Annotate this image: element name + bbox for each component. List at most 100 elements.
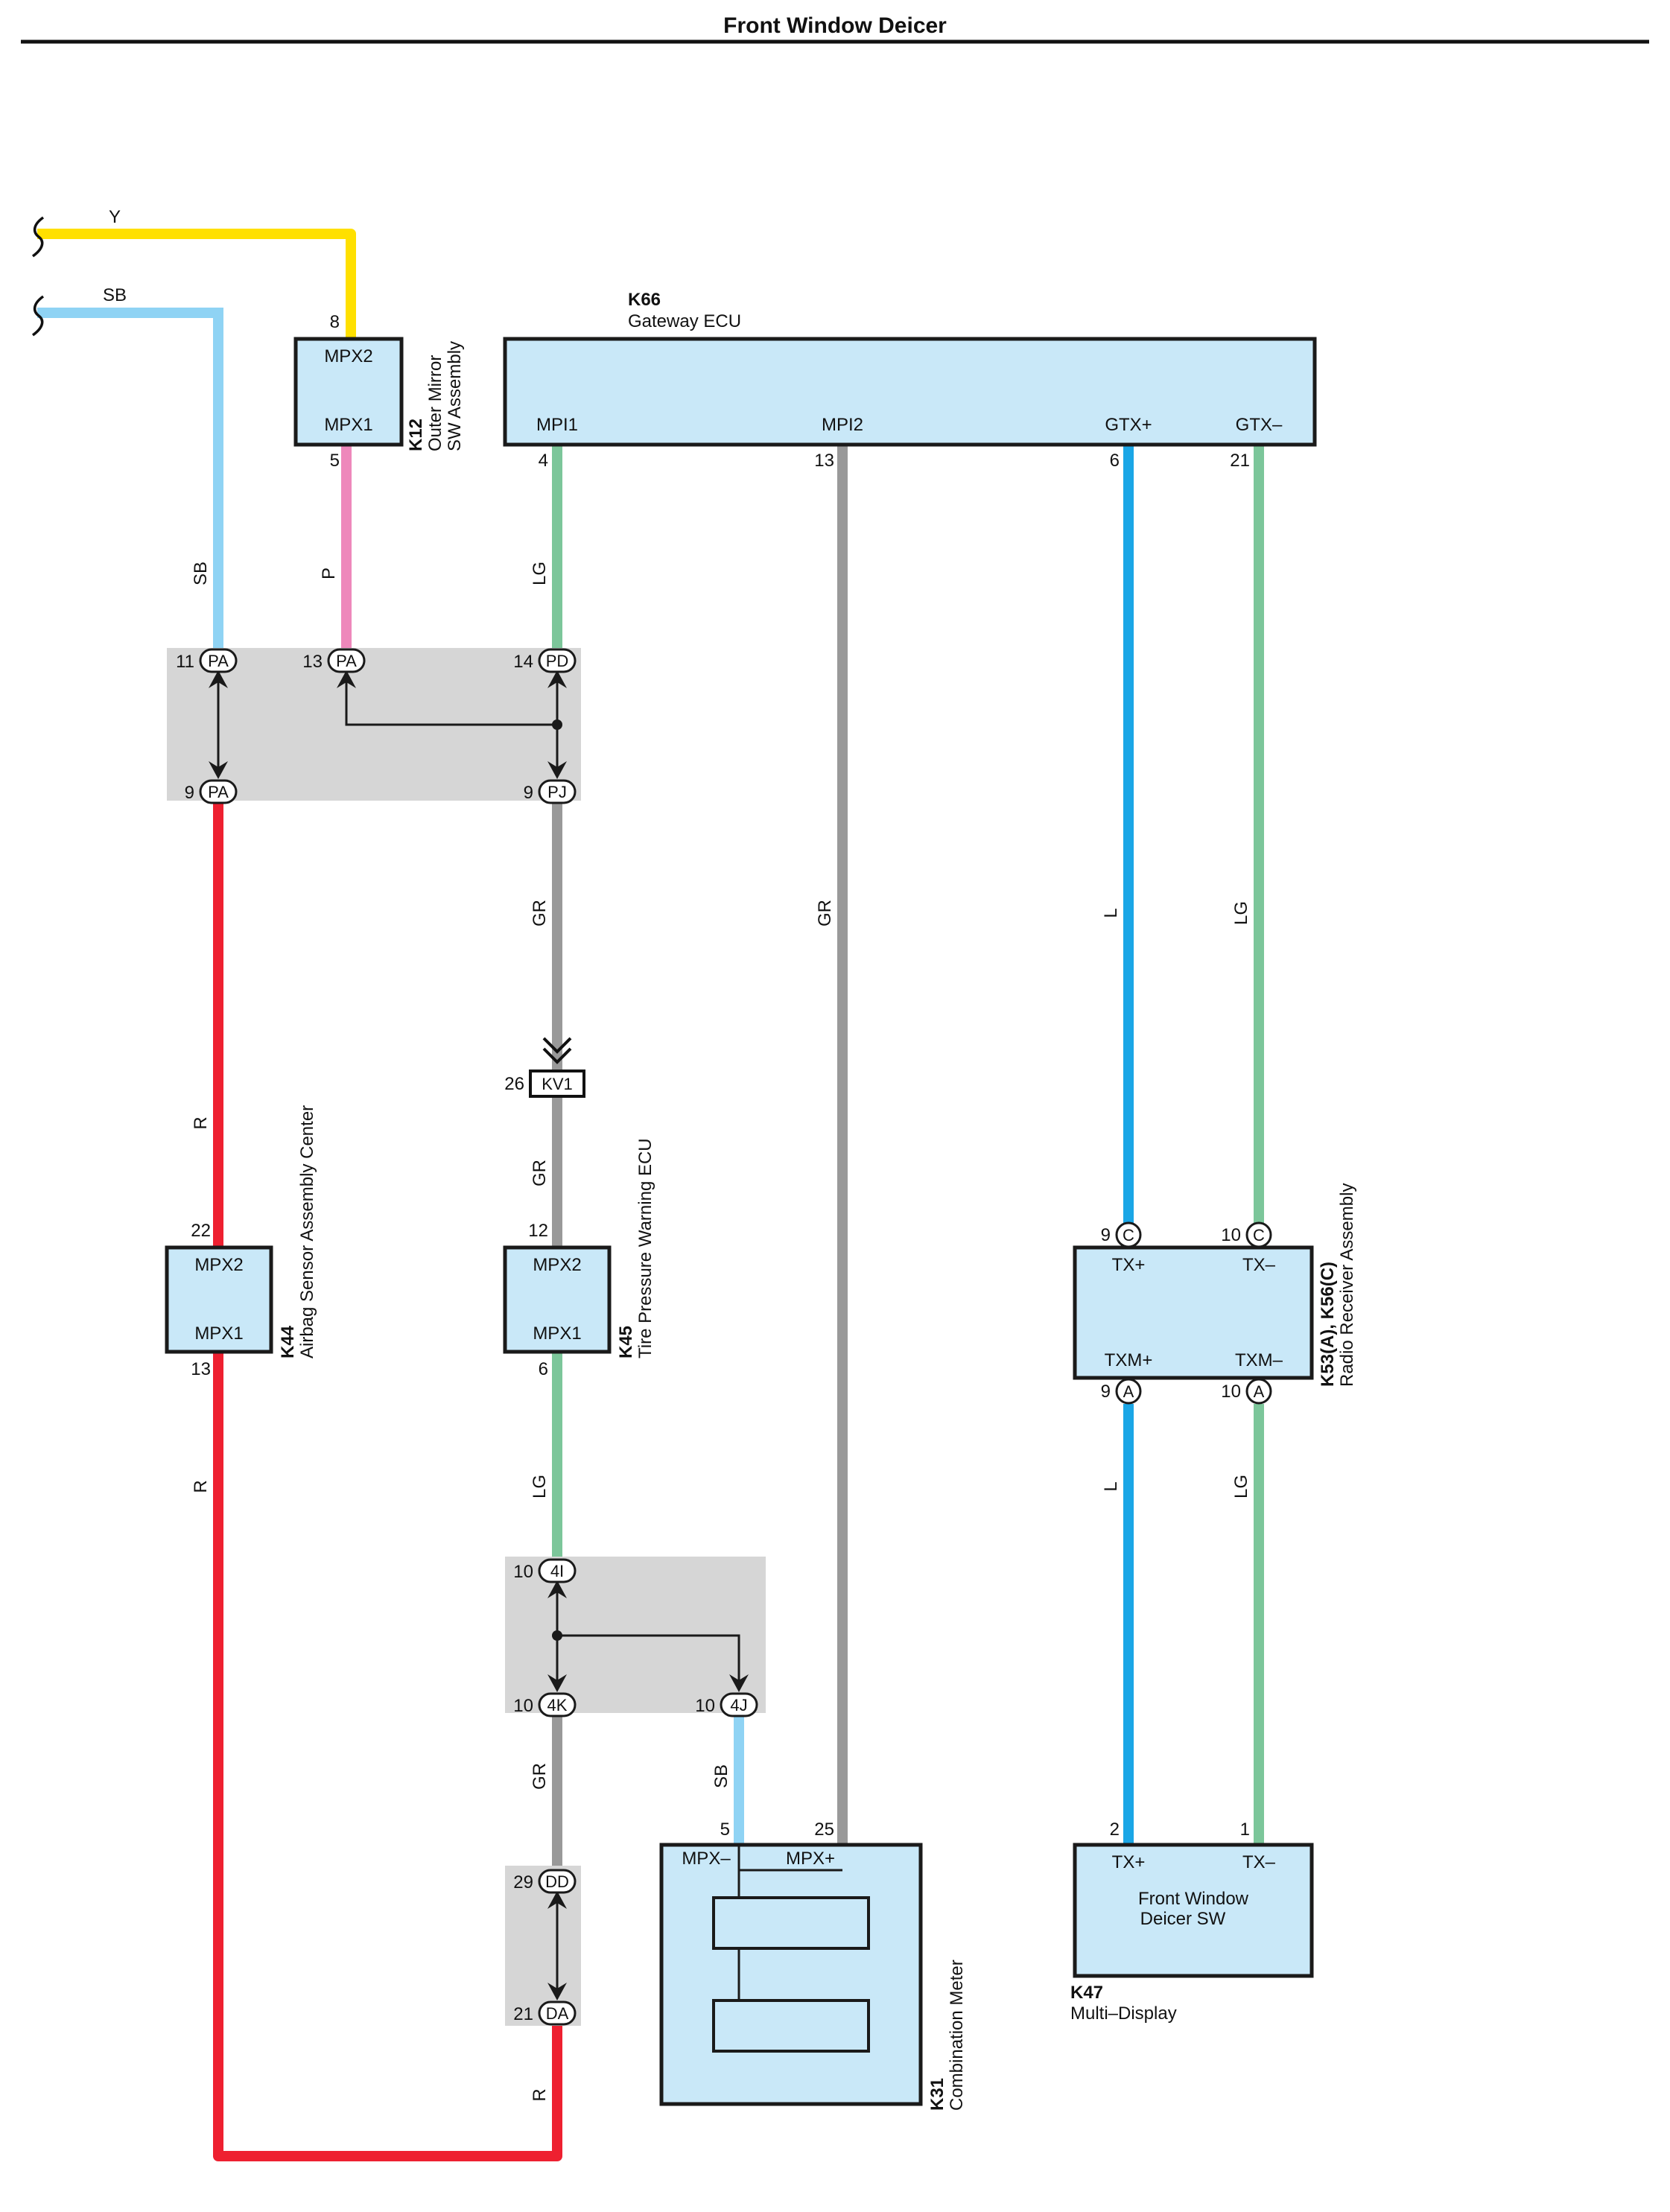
- wire-label: L: [1101, 908, 1121, 918]
- connector-4j-10: [720, 1692, 758, 1717]
- pin-number: 13: [302, 652, 323, 672]
- arrow-up-icon: [337, 670, 356, 688]
- junction-3: DD 29 DA 21: [505, 1866, 581, 2026]
- terminal-label: MPX2: [533, 1255, 581, 1275]
- wires: [37, 229, 1264, 2161]
- connector-label: PA: [208, 783, 229, 801]
- wire-label: GR: [530, 1763, 550, 1790]
- connector-c-tx-plus: [1115, 1221, 1142, 1248]
- terminal-label: MPX1: [533, 1323, 581, 1344]
- wire-end-sb-icon: [31, 295, 45, 337]
- pin-number: 5: [720, 1820, 730, 1840]
- arrow-up-icon: [547, 1891, 567, 1909]
- connector-label: PD: [546, 652, 569, 670]
- connector-label: DA: [546, 2004, 569, 2023]
- junction-1-splice-dot: [552, 719, 562, 730]
- wire-label: R: [191, 1480, 211, 1493]
- connector-label: DD: [545, 1872, 569, 1891]
- connector-pa-13: [327, 648, 366, 673]
- kv1-label: KV1: [542, 1075, 573, 1093]
- pin-number: 22: [191, 1221, 211, 1241]
- k53-box: [1073, 1245, 1314, 1380]
- connector-a-txm-minus: [1245, 1378, 1272, 1405]
- connector-label: PJ: [547, 783, 567, 801]
- wire-label: L: [1101, 1481, 1121, 1491]
- k66-box: [503, 337, 1317, 447]
- pin-number: 29: [513, 1872, 533, 1892]
- pin-number: 10: [513, 1562, 533, 1582]
- wire-sb-top: [37, 308, 223, 652]
- component-name: Radio Receiver Assembly: [1337, 1183, 1357, 1387]
- connector-label: C: [1123, 1226, 1134, 1245]
- pin-number: 8: [330, 312, 340, 332]
- pin-number: 9: [524, 783, 533, 803]
- wire-label: GR: [530, 900, 550, 927]
- pin-number: 10: [513, 1696, 533, 1716]
- k12-box: [293, 337, 404, 447]
- wire-r-bottom: [213, 1352, 562, 2161]
- pin-number: 12: [528, 1221, 548, 1241]
- k31-inner-block: [712, 1999, 870, 2053]
- wire-label: SB: [103, 285, 127, 305]
- terminal-label: MPI1: [536, 415, 578, 435]
- connector-4i-10: [538, 1558, 577, 1583]
- arrow-down-icon: [547, 1983, 567, 2000]
- component-code: K45: [616, 1326, 636, 1358]
- pin-number: 21: [513, 2004, 533, 2024]
- terminal-label: TX+: [1112, 1852, 1146, 1872]
- k31-inner-block: [712, 1896, 870, 1950]
- wire-label: LG: [1231, 901, 1251, 925]
- wire-label: P: [319, 568, 339, 579]
- k31-box: [659, 1843, 923, 2106]
- pin-number: 9: [1101, 1382, 1111, 1402]
- component-name: SW Assembly: [445, 341, 465, 451]
- pin-number: 2: [1110, 1820, 1120, 1840]
- junction-2: 4I 10 4K 10 4J 10: [505, 1557, 766, 1717]
- connector-pa-9: [199, 779, 238, 804]
- component-code: K66: [628, 290, 661, 310]
- k47-box: [1073, 1843, 1314, 1978]
- connector-kv1: KV1 26: [504, 1037, 585, 1098]
- pin-number: 13: [814, 451, 834, 471]
- wire-label: GR: [815, 900, 835, 927]
- terminal-label: MPX–: [682, 1849, 731, 1869]
- terminal-label: MPX1: [194, 1323, 243, 1344]
- k47-inner-label: Deicer SW: [1140, 1909, 1226, 1929]
- component-k47: TX+ TX– Front Window Deicer SW 2 1 K47 M…: [1070, 1820, 1314, 2024]
- component-code: K47: [1070, 1983, 1103, 2003]
- pin-number: 6: [539, 1359, 548, 1379]
- pin-number: 6: [1110, 451, 1120, 471]
- junction-1-link-pd: [345, 674, 557, 726]
- k47-inner-label: Front Window: [1138, 1889, 1249, 1909]
- connector-c-tx-minus: [1245, 1221, 1272, 1248]
- chevron-down-icon: [542, 1047, 572, 1064]
- arrow-down-icon: [547, 761, 567, 779]
- junction-2-splice-dot: [552, 1630, 562, 1641]
- component-name: Airbag Sensor Assembly Center: [297, 1105, 317, 1358]
- wire-label: GR: [530, 1160, 550, 1186]
- connector-dd-29: [538, 1869, 577, 1894]
- wire-ends: [31, 216, 45, 337]
- connector-pj-9: [538, 779, 577, 804]
- connector-label: PA: [336, 652, 357, 670]
- wire-label: SB: [191, 562, 211, 585]
- connector-label: PA: [208, 652, 229, 670]
- pin-number: 21: [1230, 451, 1250, 471]
- pin-number: 13: [191, 1359, 211, 1379]
- connector-da-21: [538, 2000, 577, 2026]
- pin-number: 9: [185, 783, 194, 803]
- pin-number: 11: [176, 652, 194, 672]
- wire-y: [37, 229, 356, 339]
- component-name: Gateway ECU: [628, 311, 741, 331]
- connector-4k-10: [538, 1692, 577, 1717]
- terminal-label: MPX2: [194, 1255, 243, 1275]
- pin-number: 26: [504, 1074, 524, 1094]
- connector-a-txm-plus: [1115, 1378, 1142, 1405]
- pin-number: 5: [330, 451, 340, 471]
- connector-pd-14: [538, 648, 577, 673]
- wire-label: LG: [530, 562, 550, 585]
- pin-number: 9: [1101, 1225, 1111, 1245]
- component-k44: MPX2 MPX1 22 13 K44 Airbag Sensor Assemb…: [165, 1105, 317, 1379]
- terminal-label: MPI2: [822, 415, 863, 435]
- component-k45: MPX2 MPX1 12 6 K45 Tire Pressure Warning…: [503, 1138, 655, 1379]
